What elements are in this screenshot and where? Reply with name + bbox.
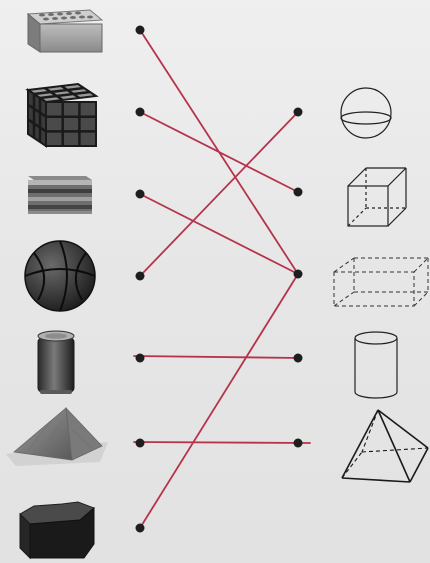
match-line-stone [140, 274, 298, 528]
left-dots [136, 26, 145, 533]
rubiks-cube-image [28, 84, 96, 146]
match-line-basketball [140, 112, 298, 276]
left-dot-3[interactable] [136, 190, 145, 199]
square-pyramid-image [342, 410, 428, 482]
rectangular-prism-image [334, 258, 428, 306]
right-dot-4[interactable] [294, 354, 303, 363]
cylinder-image [355, 332, 397, 398]
right-dot-3[interactable] [294, 270, 303, 279]
match-line-cake [140, 194, 298, 274]
left-dot-5[interactable] [136, 354, 145, 363]
left-dot-7[interactable] [136, 524, 145, 533]
cube-image [348, 168, 406, 226]
layered-cake-image [28, 176, 92, 214]
left-dot-2[interactable] [136, 108, 145, 117]
right-dot-5[interactable] [294, 439, 303, 448]
hollow-brick-image [28, 10, 102, 52]
match-lines [134, 30, 310, 528]
right-dot-2[interactable] [294, 188, 303, 197]
left-dot-6[interactable] [136, 439, 145, 448]
basketball-image [25, 241, 95, 311]
match-line-can [134, 356, 300, 358]
left-dot-1[interactable] [136, 26, 145, 35]
match-line-rubiks [140, 112, 298, 192]
sphere-image [341, 88, 391, 138]
soda-can-image [38, 331, 74, 394]
right-dot-1[interactable] [294, 108, 303, 117]
stone-block-image [20, 502, 94, 558]
left-dot-4[interactable] [136, 272, 145, 281]
pyramid-image [6, 408, 108, 466]
match-line-pyramid [134, 442, 310, 443]
